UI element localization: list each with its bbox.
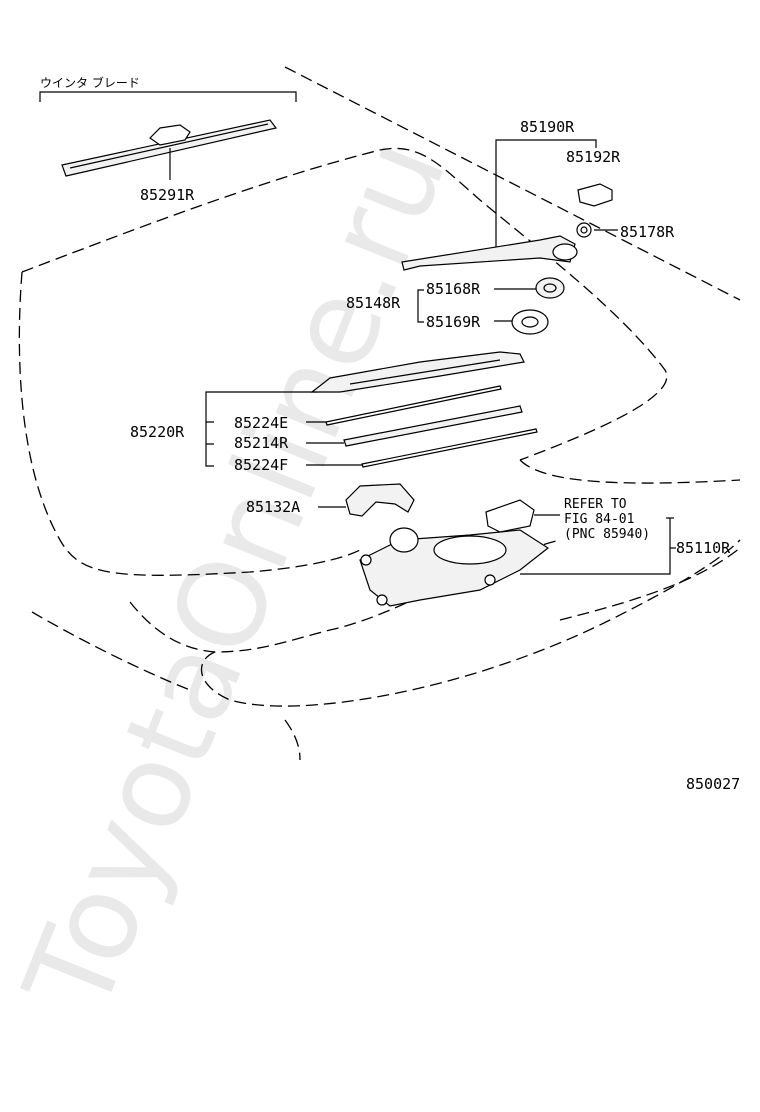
- blade-group-label: ウインタ ブレード: [40, 75, 140, 90]
- refer-note-line2: FIG 84-01: [564, 512, 634, 527]
- blade-group-bracket: ウインタ ブレード: [39, 75, 297, 102]
- blade-rubbers: [325, 385, 538, 468]
- label-85190R: 85190R: [520, 118, 575, 136]
- packing-callout: 85148R 85168R 85169R: [346, 277, 565, 335]
- blade-rubber-callout: 85220R 85224E 85214R 85224F: [130, 391, 362, 474]
- nut: [576, 222, 592, 238]
- label-85192R: 85192R: [566, 148, 621, 166]
- bracket-85132A: 85132A: [246, 483, 415, 517]
- motor-callout: REFER TO FIG 84-01 (PNC 85940) 85110R: [520, 497, 731, 575]
- label-85110R: 85110R: [676, 539, 731, 557]
- label-85148R: 85148R: [346, 294, 401, 312]
- label-85224E: 85224E: [234, 414, 288, 432]
- arm-assembly-callout: 85190R 85192R 85178R: [495, 118, 675, 248]
- label-85224F: 85224F: [234, 456, 288, 474]
- wiper-motor: [359, 499, 550, 607]
- label-85220R: 85220R: [130, 423, 185, 441]
- figure-number: 850027: [686, 775, 740, 793]
- label-85169R: 85169R: [426, 313, 481, 331]
- wiper-blade: 85291R: [61, 119, 278, 204]
- blade-frame: [310, 351, 525, 393]
- label-85291R: 85291R: [140, 186, 195, 204]
- wiper-arm: [401, 235, 578, 271]
- arm-cap: [577, 183, 613, 207]
- label-85132A: 85132A: [246, 498, 300, 516]
- refer-note-line3: (PNC 85940): [564, 527, 650, 542]
- label-85168R: 85168R: [426, 280, 481, 298]
- label-85178R: 85178R: [620, 223, 675, 241]
- vehicle-body-outline: [18, 66, 741, 761]
- label-85214R: 85214R: [234, 434, 289, 452]
- refer-note-line1: REFER TO: [564, 497, 627, 512]
